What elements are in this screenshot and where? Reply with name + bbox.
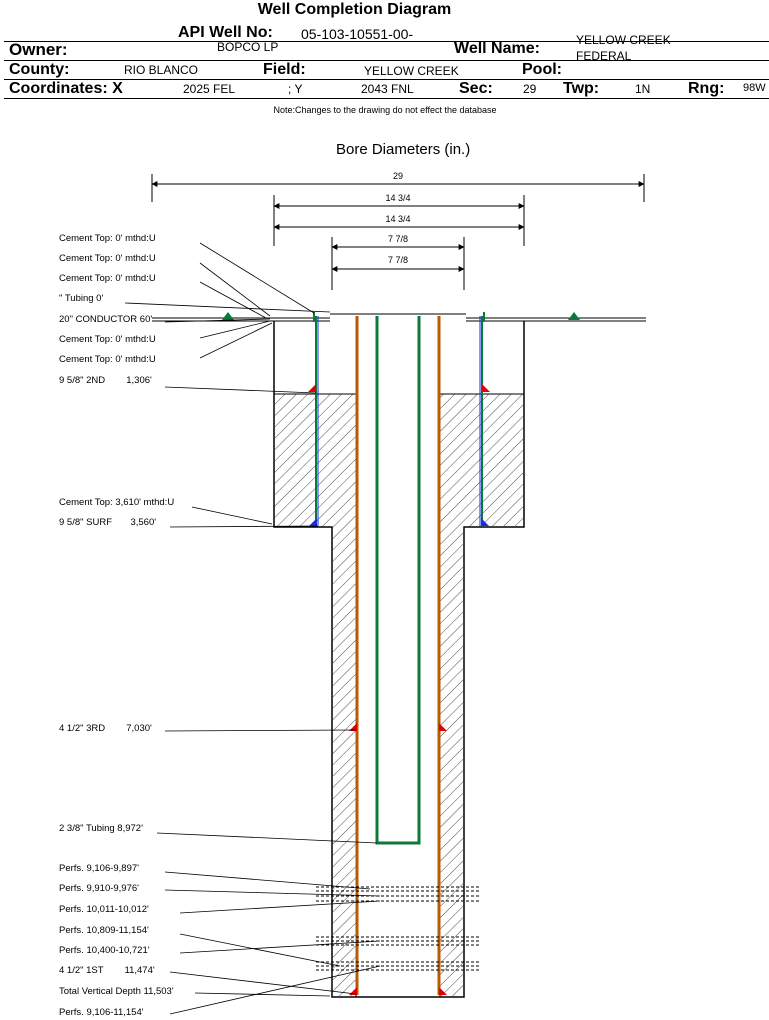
callout-label: 20" CONDUCTOR 60': [59, 314, 152, 325]
dimension-label: 7 7/8: [388, 234, 408, 244]
callout-label: " Tubing 0': [59, 293, 103, 304]
diagram-title: Well Completion Diagram: [257, 1, 452, 18]
rng-value: 98W: [743, 82, 766, 94]
header-divider: [4, 79, 769, 80]
database-note: Note:Changes to the drawing do not effec…: [273, 105, 497, 115]
coord-y-value: 2043 FNL: [361, 82, 414, 96]
bore-diameters-title: Bore Diameters (in.): [336, 141, 471, 158]
ground-marker-icon: [568, 312, 580, 320]
well-name-value: YELLOW CREEK FEDERAL: [576, 33, 671, 63]
label-leaders: [124, 242, 381, 1015]
cement-annulus: [316, 394, 356, 527]
well-name-label: Well Name:: [454, 40, 540, 57]
twp-label: Twp:: [563, 80, 600, 97]
callout-label: 4 1/2" 1ST 11,474': [59, 965, 155, 976]
casing-shoe-icon: [309, 518, 317, 526]
twp-value: 1N: [635, 82, 651, 96]
callout-label: Cement Top: 0' mthd:U: [59, 354, 156, 365]
dimension-label: 14 3/4: [385, 193, 410, 203]
callout-label: 2 3/8" Tubing 8,972': [59, 823, 143, 834]
cement-annulus: [275, 394, 316, 526]
surface-bore-outline: [273, 321, 525, 998]
dimension-label: 14 3/4: [385, 214, 410, 224]
owner-label: Owner:: [9, 40, 68, 59]
api-value: 05-103-10551-00-: [301, 26, 414, 42]
casing-shoe-icon: [439, 987, 447, 995]
dimension-label: 7 7/8: [388, 255, 408, 265]
callout-label: 9 5/8" SURF 3,560': [59, 517, 156, 528]
callout-label: 9 5/8" 2ND 1,306': [59, 375, 152, 386]
casing-shoe-icon: [439, 723, 447, 731]
callout-label: Perfs. 10,809-11,154': [59, 925, 149, 936]
casing-shoe-icon: [308, 384, 316, 392]
cement-annulus: [482, 394, 523, 526]
header-divider: [4, 41, 769, 42]
county-label: County:: [9, 61, 70, 78]
callout-label: Total Vertical Depth 11,503': [59, 986, 174, 997]
callout-label: Cement Top: 0' mthd:U: [59, 273, 156, 284]
coord-y-label: ; Y: [288, 82, 303, 96]
casing-shoe-icon: [349, 723, 357, 731]
ground-marker-icon: [222, 312, 234, 320]
casing-shoe-icon: [482, 384, 490, 392]
callout-label: Cement Top: 3,610' mthd:U: [59, 497, 174, 508]
rng-label: Rng:: [688, 80, 725, 97]
header-divider: [4, 98, 769, 99]
header-divider: [4, 60, 769, 61]
callout-label: Perfs. 9,106-9,897': [59, 863, 139, 874]
callout-label: Cement Top: 0' mthd:U: [59, 334, 156, 345]
sec-label: Sec:: [459, 80, 493, 97]
cement-annulus: [440, 527, 463, 996]
coordinates-label: Coordinates: X: [9, 80, 123, 97]
callout-label: Cement Top: 0' mthd:U: [59, 253, 156, 264]
callout-label: Perfs. 9,106-11,154': [59, 1007, 144, 1018]
callout-label: Perfs. 10,011-10,012': [59, 904, 149, 915]
callout-label: 4 1/2" 3RD 7,030': [59, 723, 152, 734]
casing-shoe-icon: [481, 518, 489, 526]
cement-annulus: [333, 527, 356, 996]
pool-label: Pool:: [522, 61, 562, 78]
casing-shoe-icon: [349, 987, 357, 995]
coord-x-value: 2025 FEL: [183, 82, 236, 96]
dimension-lines: [151, 174, 645, 290]
api-label: API Well No:: [178, 24, 273, 41]
tubing-2-3-8: [375, 316, 421, 845]
dimension-label: 29: [393, 171, 403, 181]
perforation-zones: [316, 886, 480, 971]
field-label: Field:: [263, 61, 306, 78]
owner-value: BOPCO LP: [217, 40, 279, 54]
ground-surface: [152, 313, 646, 322]
sec-value: 29: [523, 82, 537, 96]
cement-annulus: [440, 394, 482, 527]
callout-label: Perfs. 9,910-9,976': [59, 883, 139, 894]
callout-label: Perfs. 10,400-10,721': [59, 945, 150, 956]
county-value: RIO BLANCO: [124, 63, 199, 77]
field-value: YELLOW CREEK: [364, 64, 459, 78]
callout-label: Cement Top: 0' mthd:U: [59, 233, 156, 244]
